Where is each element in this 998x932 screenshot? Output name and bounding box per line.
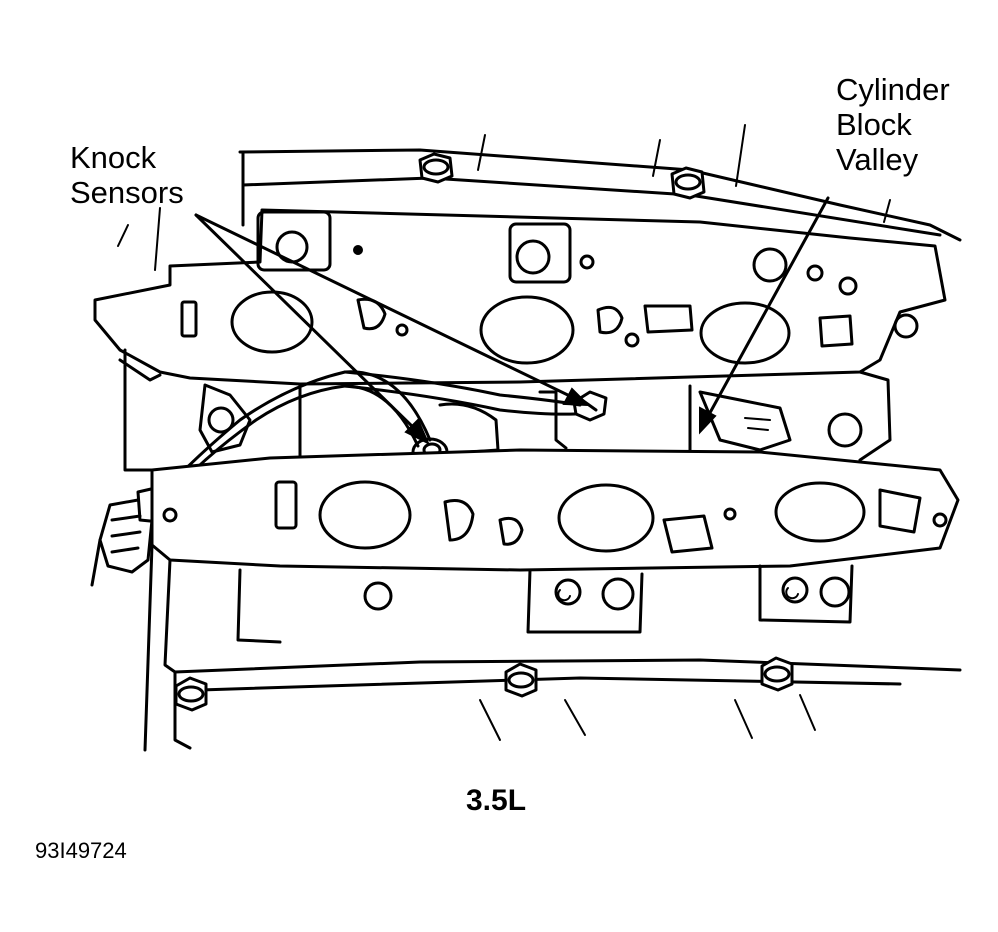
head-bolt — [760, 656, 794, 692]
front-intake-gasket — [150, 448, 960, 572]
front-cylinder-head — [143, 543, 962, 752]
engine-size-caption: 3.5L — [466, 784, 527, 817]
cylinder-block-valley — [118, 348, 892, 472]
head-bolt — [418, 152, 454, 184]
cylinder-block-valley-label: Cylinder Block Valley — [836, 72, 950, 177]
knock-sensors-label-line2: Sensors — [70, 175, 184, 210]
figure-id: 93I49724 — [35, 838, 127, 863]
knock-sensors-label-line1: Knock — [70, 140, 157, 175]
valley-label-line3: Valley — [836, 142, 919, 177]
rear-intake-gasket — [93, 208, 947, 386]
head-bolt — [504, 662, 538, 698]
knock-sensors-leader-lines — [194, 213, 591, 446]
valley-label-line1: Cylinder — [836, 72, 950, 107]
valley-leader-line — [699, 196, 830, 435]
head-bolt — [174, 676, 208, 712]
knock-sensors-label: Knock Sensors — [70, 140, 184, 210]
valley-label-line2: Block — [836, 107, 912, 142]
head-bolt — [670, 166, 706, 200]
rear-cylinder-head — [117, 124, 962, 271]
